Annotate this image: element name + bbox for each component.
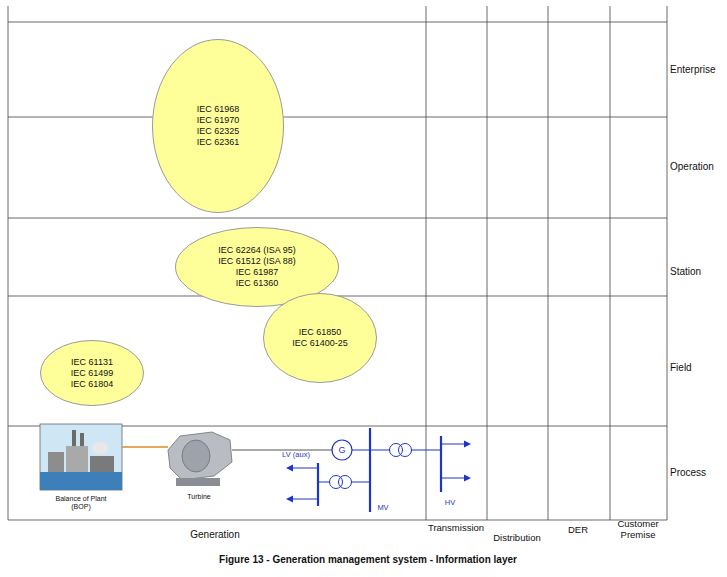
column-label: DER <box>568 525 588 536</box>
bus-label: LV (aux) <box>282 451 310 460</box>
turbine-rotor <box>182 440 210 472</box>
standard-name: IEC 61968 <box>197 104 240 115</box>
arrowhead <box>464 441 471 448</box>
grid-line <box>8 22 667 23</box>
bus-label: MV <box>377 504 388 513</box>
grid-line <box>8 218 667 219</box>
transformer-symbol <box>399 444 412 457</box>
standard-name: IEC 61499 <box>71 368 114 379</box>
grid <box>8 6 667 520</box>
transformer-symbol <box>330 476 343 489</box>
ellipse-text-group: IEC 61850IEC 61400-25 <box>292 327 348 349</box>
standards-ellipse: IEC 61131IEC 61499IEC 61804 <box>40 340 144 406</box>
ellipse-text-group: IEC 61131IEC 61499IEC 61804 <box>71 357 114 390</box>
grid-line <box>487 6 488 520</box>
bop-steam <box>92 442 108 454</box>
grid-line <box>426 6 427 520</box>
shaft-line <box>232 450 332 451</box>
bop-building <box>90 456 114 472</box>
standards-ellipse: IEC 61850IEC 61400-25 <box>263 293 377 383</box>
column-label: Generation <box>190 529 239 541</box>
bop-building <box>66 446 88 472</box>
wire <box>411 450 441 451</box>
turbine-casing <box>168 432 232 480</box>
grid-line <box>8 117 667 118</box>
ellipse-shape <box>264 294 377 383</box>
grid-line <box>8 6 9 520</box>
feeder-arrow <box>441 444 465 445</box>
feeder-arrow <box>292 468 318 469</box>
feeder-arrow <box>292 499 318 500</box>
row-label: Operation <box>670 161 714 173</box>
arrowhead <box>286 465 293 472</box>
lv-bus <box>317 463 319 506</box>
mv-bus <box>369 428 371 512</box>
standards-ellipse: IEC 61968IEC 61970IEC 62325IEC 62361 <box>152 39 284 213</box>
feeder-arrow <box>441 478 465 479</box>
grid-line <box>8 520 667 521</box>
turbine-base <box>176 478 220 486</box>
column-label: Distribution <box>493 533 541 544</box>
bop-turbine-link <box>122 446 168 448</box>
standard-name: IEC 61987 <box>236 267 279 278</box>
figure-caption: Figure 13 - Generation management system… <box>219 554 517 566</box>
column-label: Customer Premise <box>610 519 666 541</box>
ellipse-shape <box>153 40 284 213</box>
wire <box>352 450 370 451</box>
row-label: Enterprise <box>670 64 716 76</box>
standard-name: IEC 61131 <box>71 357 113 368</box>
ellipse-text-group: IEC 62264 (ISA 95)IEC 61512 (ISA 88)IEC … <box>218 245 296 289</box>
standard-name: IEC 62264 (ISA 95) <box>218 245 296 256</box>
row-label: Process <box>670 467 706 479</box>
row-label: Field <box>670 362 692 374</box>
standard-name: IEC 61850 <box>299 327 342 338</box>
bop-water <box>40 472 122 490</box>
row-label: Station <box>670 266 701 278</box>
ellipse-text-group: IEC 61968IEC 61970IEC 62325IEC 62361 <box>197 104 240 148</box>
picture-label: Balance of Plant (BOP) <box>50 495 112 511</box>
standard-name: IEC 61400-25 <box>292 338 348 349</box>
bop-frame <box>40 424 122 490</box>
bus-label: HV <box>445 499 455 508</box>
arrowhead <box>464 475 471 482</box>
picture-label: Turbine <box>187 493 210 501</box>
bop-stack <box>72 430 76 446</box>
standard-name: IEC 61512 (ISA 88) <box>218 256 296 267</box>
standard-name: IEC 61970 <box>197 115 240 126</box>
wire <box>318 482 330 483</box>
standard-name: IEC 61360 <box>236 278 279 289</box>
grid-line <box>610 6 611 520</box>
ellipse-shape <box>41 341 144 406</box>
standard-name: IEC 62325 <box>197 126 240 137</box>
arrowhead <box>286 496 293 503</box>
wire <box>370 450 390 451</box>
symbol-label: G <box>338 445 345 455</box>
generator-symbol <box>332 440 352 460</box>
column-label: Transmission <box>428 523 484 534</box>
bop-picture <box>40 424 122 490</box>
arrowheads <box>286 441 471 503</box>
turbine-picture <box>168 432 232 486</box>
single-line-diagram <box>292 428 465 512</box>
bop-building <box>48 452 64 472</box>
grid-line <box>667 6 668 520</box>
standard-name: IEC 61804 <box>71 379 114 390</box>
grid-line <box>548 6 549 520</box>
wire <box>351 482 370 483</box>
standard-name: IEC 62361 <box>197 137 240 148</box>
bop-stack <box>80 433 84 446</box>
